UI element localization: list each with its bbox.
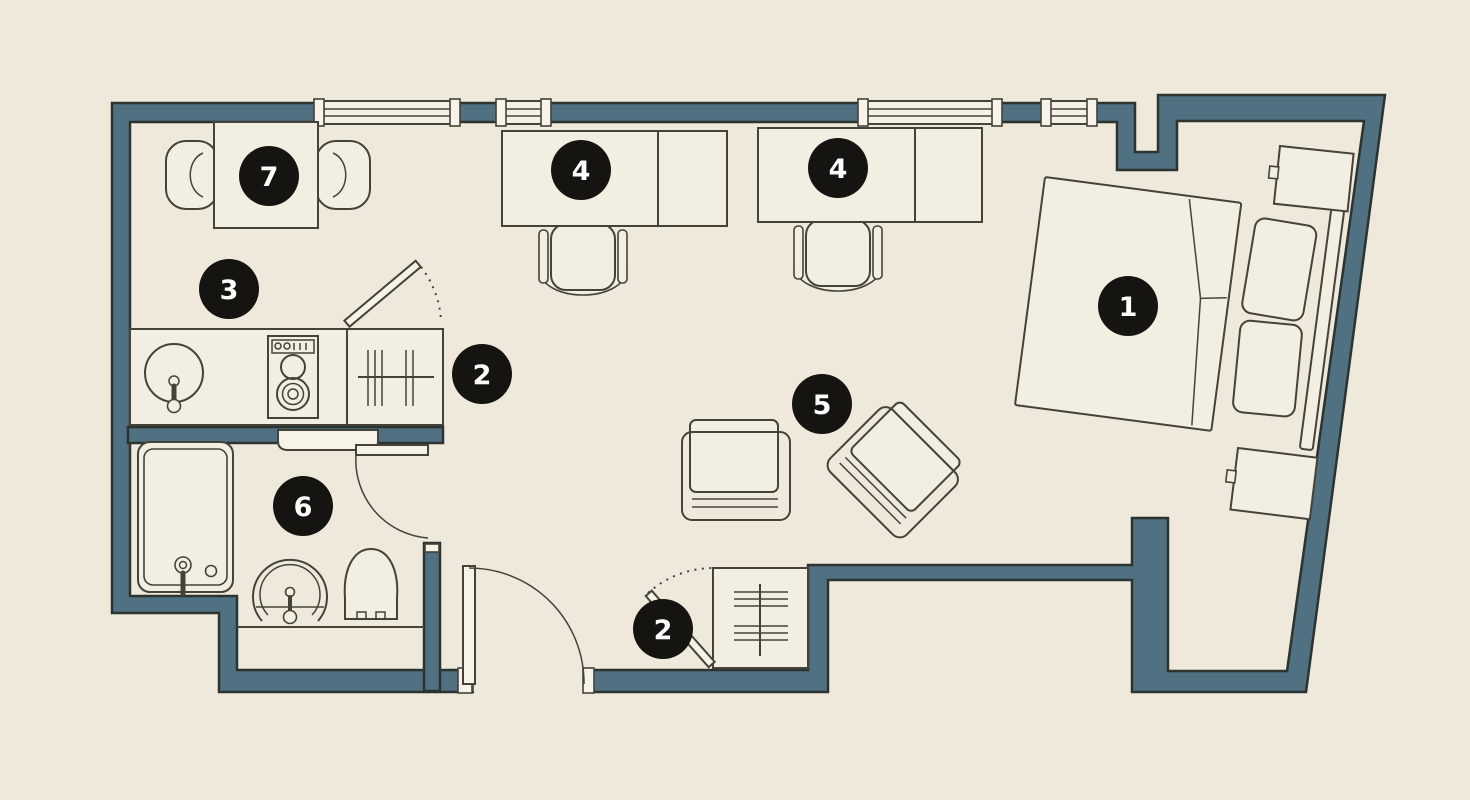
toilet bbox=[343, 547, 399, 620]
lounge-chair-right bbox=[826, 401, 961, 539]
entrance-door-swing bbox=[468, 567, 585, 685]
exterior-walls bbox=[110, 93, 1387, 694]
entrance-opening bbox=[474, 666, 583, 696]
marker-wardrobe-lower[interactable]: 2 bbox=[633, 599, 693, 659]
bathroom-door-jamb bbox=[424, 543, 440, 553]
svg-text:6: 6 bbox=[294, 492, 313, 523]
svg-text:4: 4 bbox=[829, 154, 848, 185]
marker-kitchen[interactable]: 3 bbox=[199, 259, 259, 319]
marker-lounge[interactable]: 5 bbox=[792, 374, 852, 434]
desk-left-area bbox=[501, 130, 728, 296]
window-3 bbox=[857, 98, 1003, 127]
pillow-top bbox=[1241, 217, 1318, 322]
wardrobe-upper bbox=[342, 259, 444, 426]
kitchen-area bbox=[129, 328, 348, 426]
svg-text:2: 2 bbox=[654, 615, 673, 646]
office-chair-right bbox=[793, 219, 883, 292]
desk-right-area bbox=[757, 127, 983, 292]
dining-chair-right-cushion bbox=[332, 152, 347, 198]
duvet-fold bbox=[1188, 198, 1227, 426]
marker-dining[interactable]: 7 bbox=[239, 146, 299, 206]
lounge-chair-left bbox=[681, 419, 791, 521]
svg-text:2: 2 bbox=[473, 360, 492, 391]
dining-chair-right bbox=[315, 140, 371, 210]
bathtub bbox=[137, 441, 234, 597]
window-1 bbox=[313, 98, 461, 127]
wardrobe-upper-door bbox=[342, 259, 423, 329]
stove bbox=[267, 335, 319, 419]
bathroom-door-swing bbox=[355, 454, 429, 539]
entrance bbox=[457, 565, 595, 696]
svg-text:5: 5 bbox=[813, 390, 832, 421]
marker-desk-right[interactable]: 4 bbox=[808, 138, 868, 198]
window-2 bbox=[495, 98, 552, 127]
svg-text:4: 4 bbox=[572, 156, 591, 187]
svg-text:1: 1 bbox=[1119, 292, 1138, 323]
dining-chair-left bbox=[165, 140, 219, 210]
marker-wardrobe-upper[interactable]: 2 bbox=[452, 344, 512, 404]
svg-text:7: 7 bbox=[260, 162, 279, 193]
wardrobe-upper-door-swing bbox=[420, 266, 442, 321]
marker-bathroom[interactable]: 6 bbox=[273, 476, 333, 536]
entrance-jamb-right bbox=[582, 667, 595, 694]
marker-bed[interactable]: 1 bbox=[1098, 276, 1158, 336]
bathroom-sink bbox=[252, 558, 328, 625]
entrance-door[interactable] bbox=[462, 565, 476, 685]
nightstand-bottom bbox=[1224, 446, 1319, 521]
desk-left bbox=[501, 130, 728, 227]
bathroom-partition-wall bbox=[422, 541, 442, 693]
window-4 bbox=[1040, 98, 1098, 127]
kitchen-sink bbox=[144, 343, 204, 414]
office-chair-left bbox=[538, 223, 628, 296]
wardrobe-upper-hangers bbox=[367, 350, 414, 406]
wardrobe-lower-hangers bbox=[734, 591, 788, 641]
bathroom-door[interactable] bbox=[355, 444, 429, 456]
nightstand-top bbox=[1267, 144, 1355, 213]
svg-text:3: 3 bbox=[220, 275, 239, 306]
dining-chair-left-cushion bbox=[189, 152, 204, 198]
marker-desk-left[interactable]: 4 bbox=[551, 140, 611, 200]
bathroom bbox=[137, 429, 440, 628]
pillow-bottom bbox=[1232, 319, 1303, 418]
desk-right bbox=[757, 127, 983, 223]
